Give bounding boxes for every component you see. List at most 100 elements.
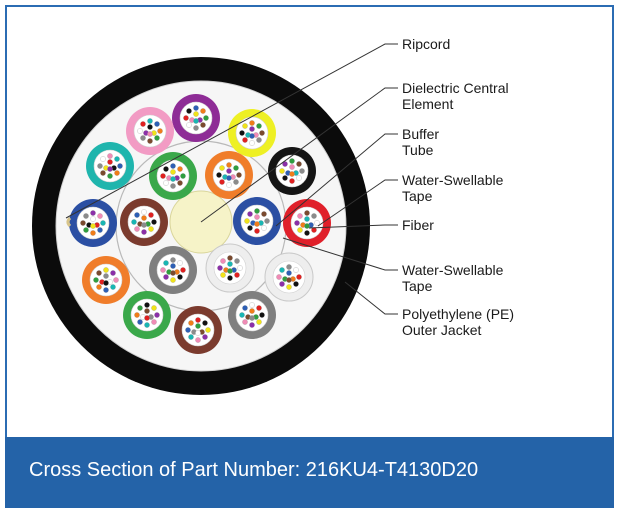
buffer-tube: [120, 198, 168, 246]
optical-fiber: [256, 137, 262, 143]
buffer-tube: [82, 256, 130, 304]
leader-buffer-tube: [275, 133, 398, 227]
optical-fiber: [256, 123, 262, 129]
buffer-tube: [172, 94, 220, 142]
buffer-tube: [123, 291, 171, 339]
leader-ripcord: [65, 43, 398, 219]
optical-fiber: [170, 176, 176, 182]
optical-fiber: [170, 169, 176, 175]
optical-fiber: [113, 277, 119, 283]
optical-fiber: [144, 315, 150, 321]
optical-fiber: [100, 156, 106, 162]
optical-fiber: [195, 330, 201, 336]
optical-fiber: [80, 220, 86, 226]
optical-fiber: [134, 226, 140, 232]
optical-fiber: [170, 257, 176, 263]
optical-fiber: [314, 220, 320, 226]
optical-fiber: [249, 140, 255, 146]
optical-fiber: [107, 173, 113, 179]
optical-fiber: [261, 211, 267, 217]
optical-fiber: [249, 133, 255, 139]
optical-fiber: [286, 284, 292, 290]
optical-fiber: [170, 277, 176, 283]
optical-fiber: [177, 260, 183, 266]
optical-fiber: [247, 225, 253, 231]
optical-fiber: [242, 123, 248, 129]
leader-water-swellable-tape-1: [317, 179, 398, 227]
optical-fiber: [131, 219, 137, 225]
optical-fiber: [107, 153, 113, 159]
optical-fiber: [134, 212, 140, 218]
callout-labels: Ripcord Dielectric Central Element Buffe…: [402, 36, 514, 338]
optical-fiber: [242, 319, 248, 325]
optical-fiber: [170, 263, 176, 269]
label-water-swellable-tape-2: Water-Swellable Tape: [402, 262, 507, 294]
optical-fiber: [140, 121, 146, 127]
optical-fiber: [100, 220, 106, 226]
optical-fiber: [205, 327, 211, 333]
optical-fiber: [137, 305, 143, 311]
optical-fiber: [203, 115, 209, 121]
optical-fiber: [254, 228, 260, 234]
optical-fiber: [227, 275, 233, 281]
buffer-tube: [149, 152, 197, 200]
buffer-tube: [268, 147, 316, 195]
optical-fiber: [180, 267, 186, 273]
optical-fiber: [195, 317, 201, 323]
optical-fiber: [154, 121, 160, 127]
buffer-tube: [205, 151, 253, 199]
buffer-tube: [264, 252, 314, 302]
optical-fiber: [244, 218, 250, 224]
optical-fiber: [177, 180, 183, 186]
leader-pe-jacket: [344, 281, 398, 315]
optical-fiber: [188, 320, 194, 326]
optical-fiber: [193, 111, 199, 117]
optical-fiber: [147, 131, 153, 137]
cable-cross-section: [32, 57, 370, 395]
optical-fiber: [200, 122, 206, 128]
optical-fiber: [242, 137, 248, 143]
optical-fiber: [90, 230, 96, 236]
optical-fiber: [183, 115, 189, 121]
optical-fiber: [151, 319, 157, 325]
optical-fiber: [226, 182, 232, 188]
optical-fiber: [249, 315, 255, 321]
optical-fiber: [144, 308, 150, 314]
optical-fiber: [160, 173, 166, 179]
optical-fiber: [220, 272, 226, 278]
callout-leaders: [65, 43, 398, 315]
optical-fiber: [107, 166, 113, 172]
optical-fiber: [151, 219, 157, 225]
optical-fiber: [293, 267, 299, 273]
optical-fiber: [289, 164, 295, 170]
optical-fiber: [144, 302, 150, 308]
optical-fiber: [163, 180, 169, 186]
optical-fiber: [296, 274, 302, 280]
optical-fiber: [151, 305, 157, 311]
buffer-tube: [69, 199, 117, 247]
optical-fiber: [100, 170, 106, 176]
optical-fiber: [144, 322, 150, 328]
optical-fiber: [83, 227, 89, 233]
optical-fiber: [227, 268, 233, 274]
optical-fiber: [195, 337, 201, 343]
optical-fiber: [256, 319, 262, 325]
optical-fiber: [226, 162, 232, 168]
optical-fiber: [141, 222, 147, 228]
optical-fiber: [170, 163, 176, 169]
optical-fiber: [286, 277, 292, 283]
optical-fiber: [147, 118, 153, 124]
optical-fiber: [226, 168, 232, 174]
optical-fiber: [170, 270, 176, 276]
optical-fiber: [185, 327, 191, 333]
optical-fiber: [249, 120, 255, 126]
optical-fiber: [103, 273, 109, 279]
optical-fiber: [141, 209, 147, 215]
optical-fiber: [177, 274, 183, 280]
optical-fiber: [186, 108, 192, 114]
optical-fiber: [233, 179, 239, 185]
optical-fiber: [163, 274, 169, 280]
optical-fiber: [304, 230, 310, 236]
optical-fiber: [216, 172, 222, 178]
buffer-tube: [126, 107, 174, 155]
